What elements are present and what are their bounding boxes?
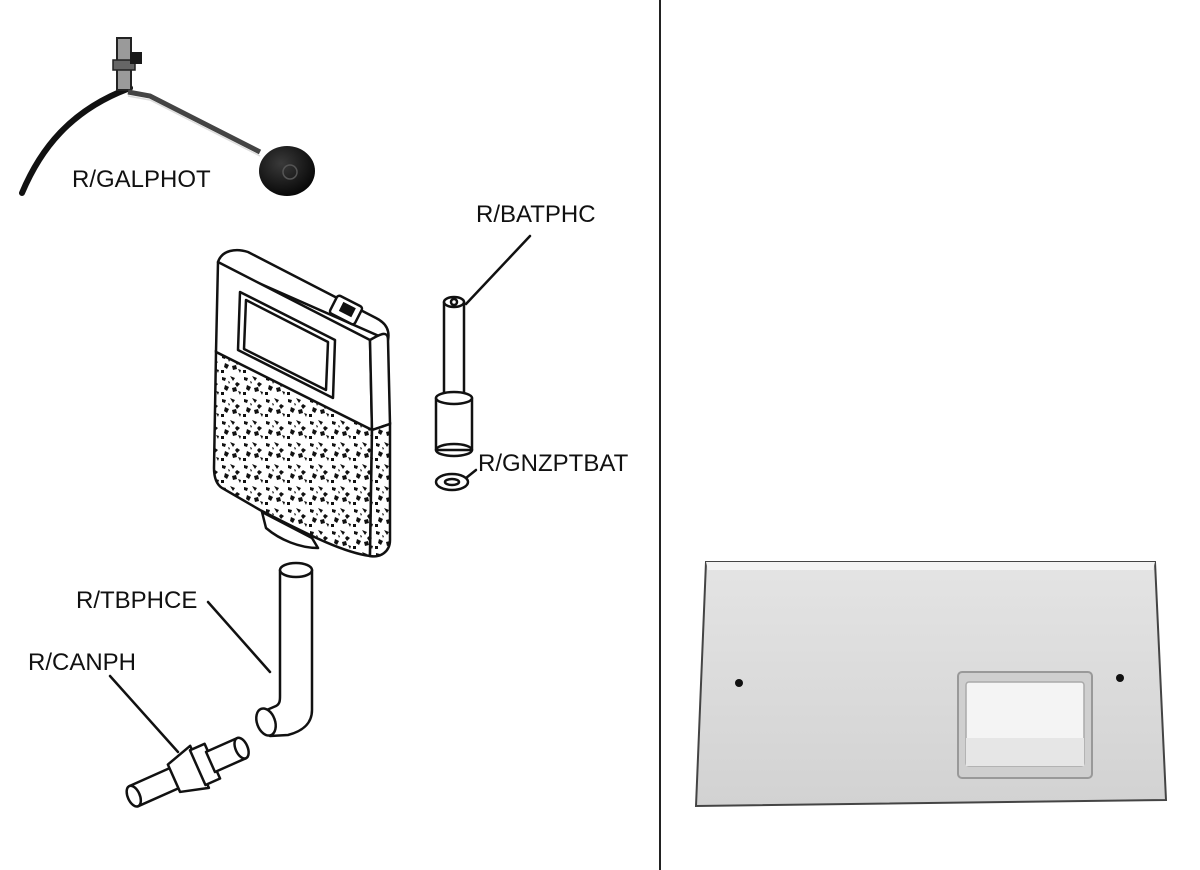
cistern-tank-illustration — [212, 248, 392, 558]
connector-leader-line — [108, 674, 180, 754]
float-valve-label: R/GALPHOT — [72, 166, 211, 193]
push-rod-label: R/BATPHC — [476, 201, 596, 228]
flush-panel-photo — [694, 561, 1168, 808]
flush-pipe-label: R/TBPHCE — [76, 587, 197, 614]
seal-illustration — [434, 468, 478, 492]
seal-label: R/GNZPTBAT — [478, 450, 629, 477]
connector-label: R/CANPH — [28, 649, 136, 676]
flush-pipe-illustration — [206, 561, 314, 738]
float-valve-illustration — [19, 37, 315, 196]
connector-illustration — [125, 736, 250, 808]
push-rod-illustration — [434, 234, 532, 458]
